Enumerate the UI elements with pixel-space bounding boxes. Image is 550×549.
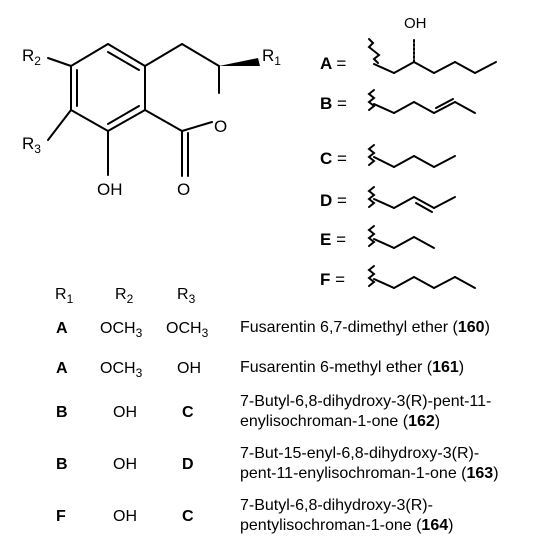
row-2-r2: OCH3 bbox=[100, 360, 143, 380]
bond bbox=[393, 155, 415, 168]
bond bbox=[181, 121, 213, 132]
wavy-bond bbox=[367, 144, 376, 166]
wavy-bond bbox=[367, 225, 376, 247]
row-3-r1: B bbox=[56, 404, 68, 421]
bond bbox=[373, 238, 395, 249]
bond bbox=[107, 109, 146, 132]
substituent-key-d: D = bbox=[320, 191, 347, 210]
bond bbox=[181, 43, 220, 67]
bond bbox=[433, 196, 456, 209]
bond bbox=[70, 109, 109, 132]
bond bbox=[373, 63, 395, 74]
bond bbox=[433, 155, 456, 168]
wavy-bond bbox=[367, 265, 376, 287]
row-4-r1: B bbox=[56, 456, 68, 473]
bond bbox=[413, 276, 435, 289]
bond bbox=[413, 196, 435, 209]
side-chain-oh-label: OH bbox=[404, 15, 427, 32]
r2-label: R2 bbox=[22, 46, 41, 68]
row-4-r3: D bbox=[182, 456, 194, 473]
ring-oxygen-label: O bbox=[214, 117, 228, 136]
substituent-key-a: A = bbox=[320, 54, 347, 73]
bond bbox=[413, 61, 435, 74]
row-2-compound-name: Fusarentin 6-methyl ether (161) bbox=[240, 359, 465, 376]
bond bbox=[454, 101, 476, 114]
double-bond bbox=[415, 202, 433, 213]
bond bbox=[413, 155, 435, 168]
substituent-key-e: E = bbox=[320, 230, 347, 249]
r1-label: R1 bbox=[262, 46, 281, 68]
row-5-r1: F bbox=[56, 508, 66, 525]
wavy-bond bbox=[367, 38, 381, 64]
row-2-r3: OH bbox=[177, 360, 201, 377]
wavy-bond bbox=[367, 186, 376, 208]
double-bond bbox=[107, 105, 140, 125]
row-1-r3: OCH3 bbox=[166, 320, 209, 340]
bond bbox=[433, 101, 456, 114]
row-2-r1: A bbox=[56, 360, 68, 377]
header-r3: R3 bbox=[177, 286, 196, 306]
row-5-compound-name: 7-Butyl-6,8-dihydroxy-3(R)-pentylisochro… bbox=[240, 497, 454, 534]
double-bond bbox=[435, 98, 454, 109]
row-4-r2: OH bbox=[113, 456, 137, 473]
bond bbox=[474, 61, 497, 74]
header-r2: R2 bbox=[115, 286, 134, 306]
bond bbox=[454, 276, 476, 289]
row-1-r1: A bbox=[56, 320, 68, 337]
bond bbox=[454, 61, 476, 74]
bond bbox=[107, 43, 146, 67]
bond bbox=[47, 109, 72, 141]
substituent-key-f: F = bbox=[320, 270, 346, 289]
bond bbox=[393, 196, 415, 209]
row-1-r2: OCH3 bbox=[100, 320, 143, 340]
row-3-r3: C bbox=[182, 404, 194, 421]
row-1-compound-name: Fusarentin 6,7-dimethyl ether (160) bbox=[240, 319, 490, 336]
row-5-r2: OH bbox=[113, 508, 137, 525]
bond bbox=[433, 276, 456, 289]
r3-label: R3 bbox=[22, 134, 41, 156]
hydroxyl-label: OH bbox=[97, 180, 123, 199]
substituent-key-c: C = bbox=[320, 149, 347, 168]
double-bond bbox=[107, 51, 140, 71]
bond bbox=[70, 43, 109, 67]
row-4-compound-name: 7-But-15-enyl-6,8-dihydroxy-3(R)-pent-11… bbox=[240, 445, 499, 482]
stereo-wedge bbox=[219, 58, 260, 66]
substituent-key-b: B = bbox=[320, 94, 347, 113]
row-3-compound-name: 7-Butyl-6,8-dihydroxy-3(R)-pent-11-enyli… bbox=[240, 393, 492, 430]
bond bbox=[393, 236, 415, 249]
carbonyl-oxygen-label: O bbox=[177, 180, 191, 199]
bond bbox=[373, 156, 395, 168]
bond bbox=[393, 101, 415, 114]
wavy-bond bbox=[367, 89, 376, 111]
bond bbox=[433, 61, 456, 74]
bond bbox=[144, 109, 183, 132]
header-r1: R1 bbox=[55, 286, 74, 306]
bond bbox=[373, 103, 395, 114]
bond bbox=[413, 101, 435, 114]
bond bbox=[47, 57, 72, 67]
bond bbox=[373, 198, 395, 209]
bond bbox=[144, 43, 183, 67]
row-3-r2: OH bbox=[113, 404, 137, 421]
bond bbox=[413, 236, 435, 249]
bond bbox=[393, 276, 415, 289]
row-5-r3: C bbox=[182, 508, 194, 525]
bond bbox=[373, 278, 395, 289]
bond bbox=[393, 61, 415, 74]
